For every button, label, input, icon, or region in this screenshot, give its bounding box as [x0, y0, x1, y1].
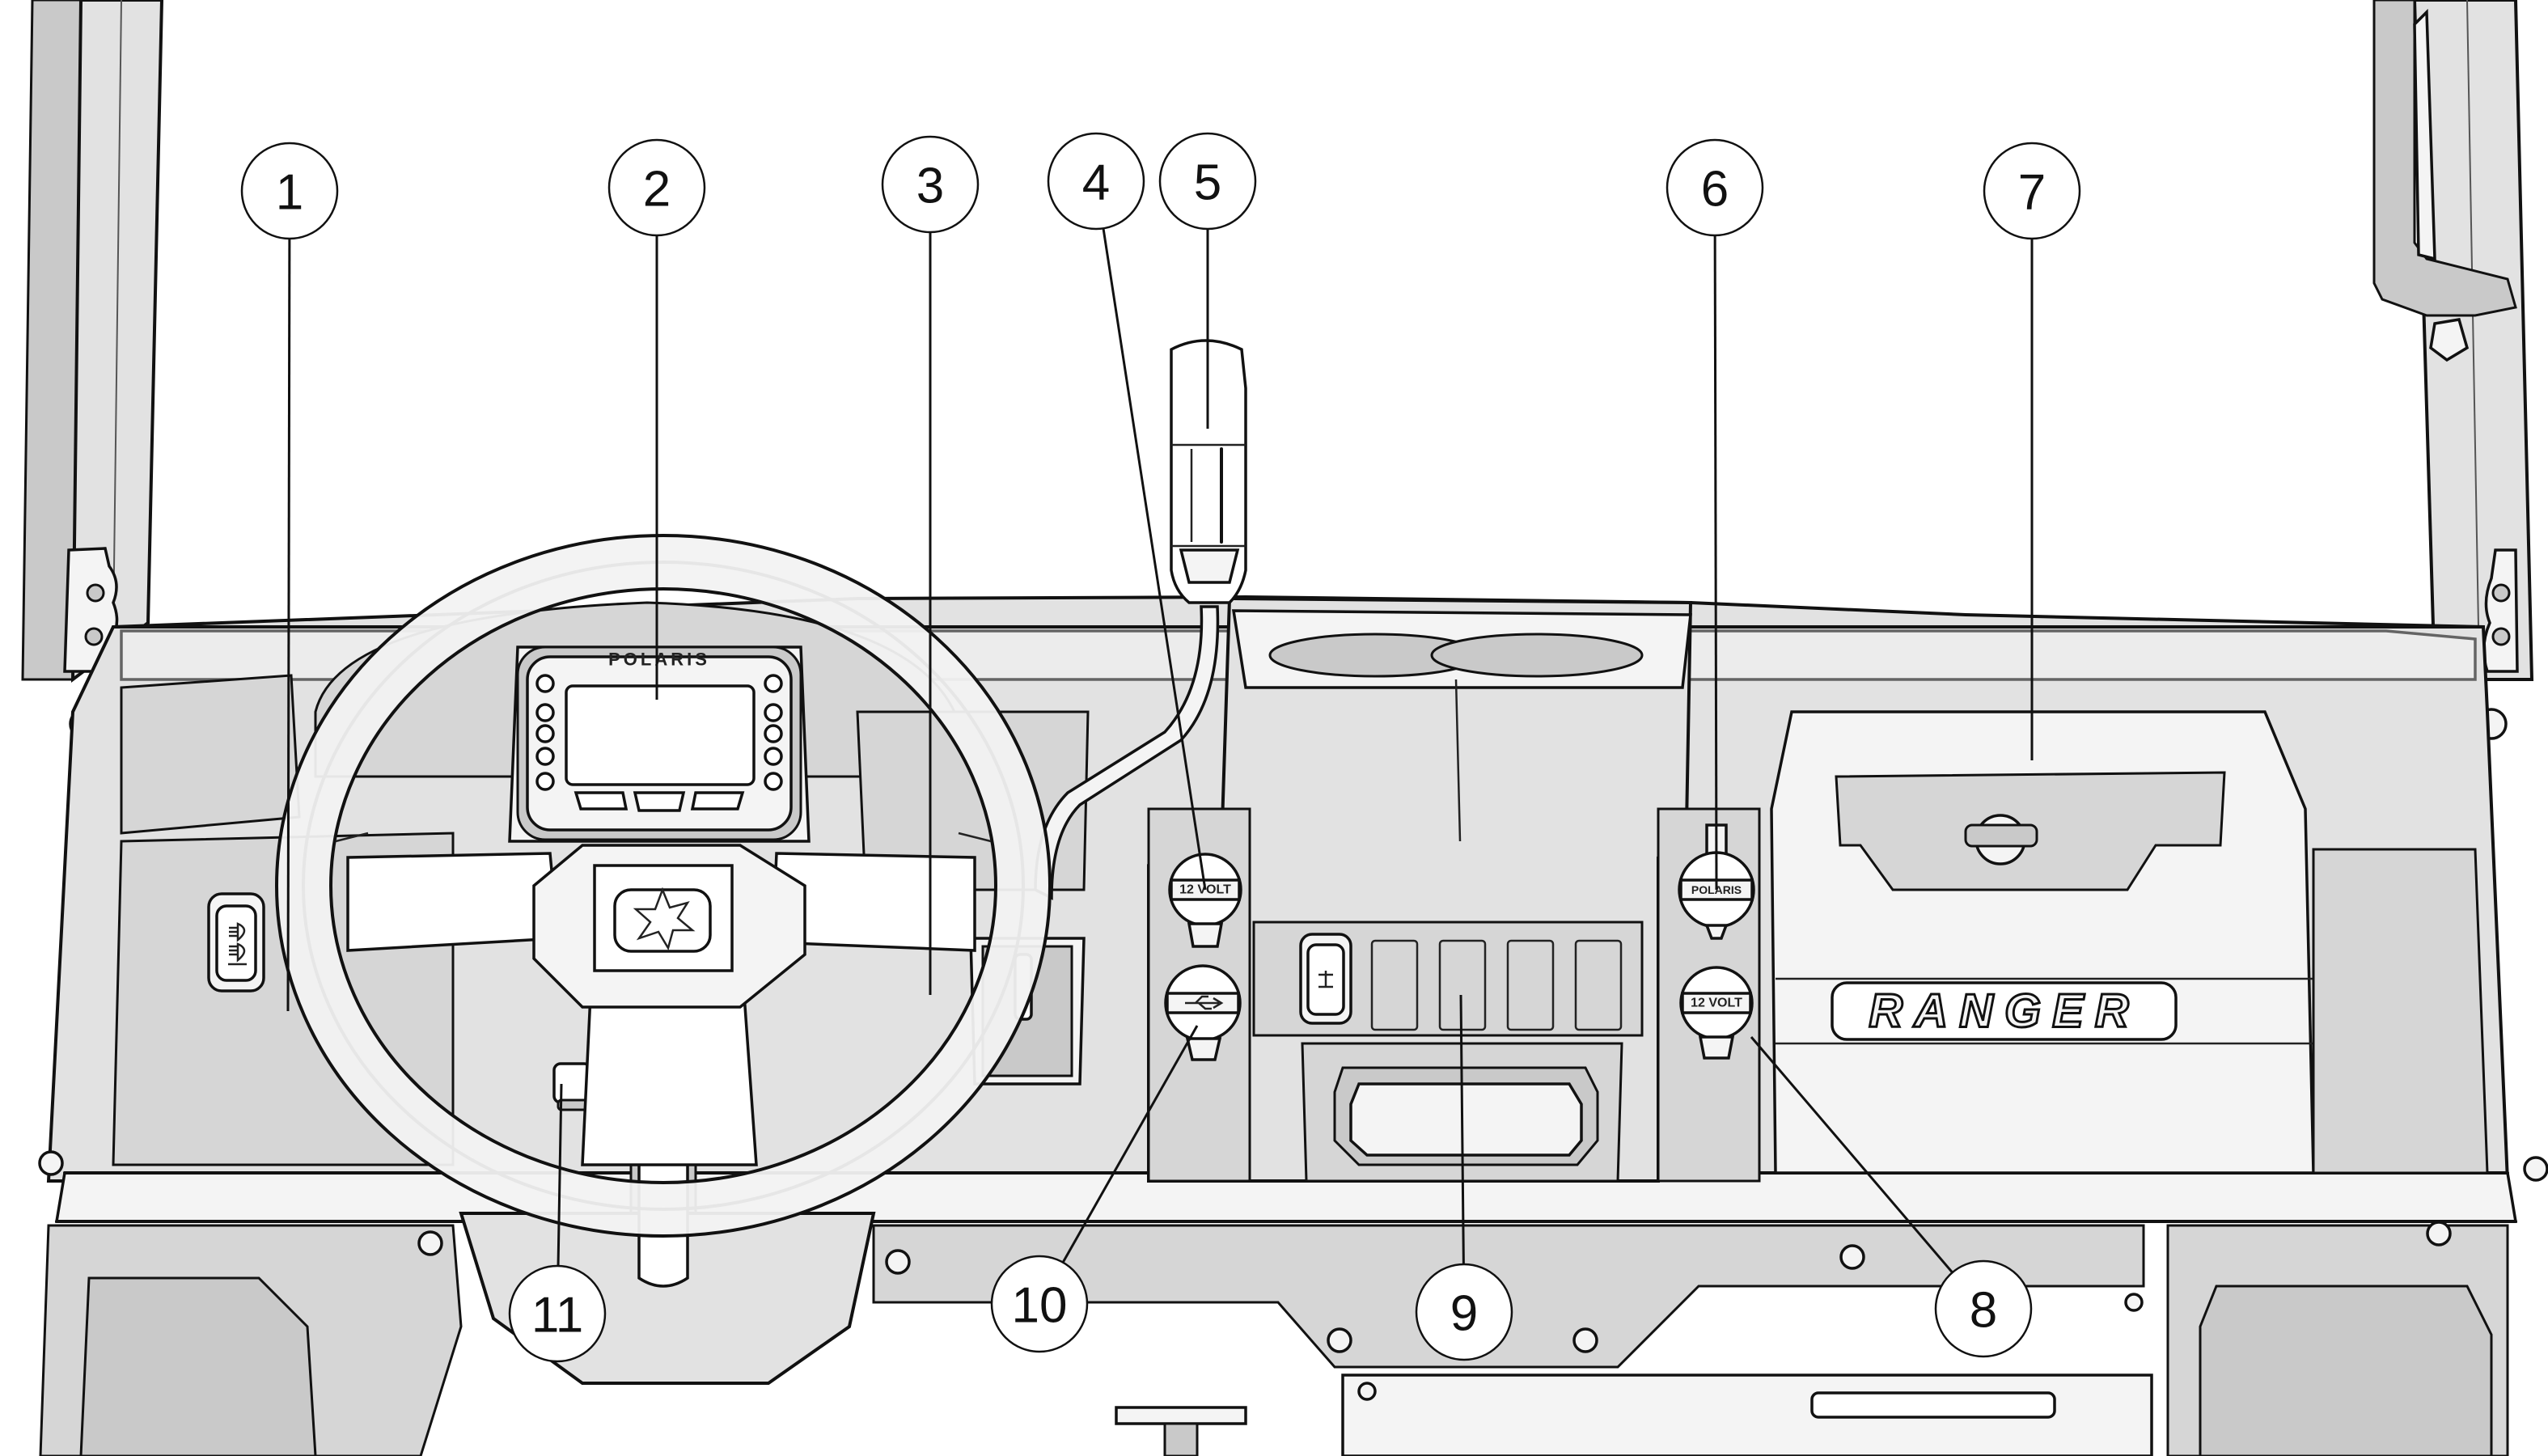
usb-port[interactable]	[1164, 964, 1242, 1061]
display-brand-logo: POLARIS	[608, 650, 710, 670]
callout-3: 3	[881, 135, 980, 234]
callout-2: 2	[607, 138, 706, 237]
leader-line-9	[1459, 994, 1465, 1265]
headlight-icon	[228, 922, 247, 966]
gear-selector[interactable]	[1034, 339, 1247, 900]
callout-circle	[240, 142, 339, 240]
ranger-badge	[1831, 981, 2178, 1041]
glove-box[interactable]: RANGER	[1770, 710, 2315, 1175]
polaris-star-icon	[633, 887, 696, 951]
outlet-column-left: 12 VOLT	[1147, 807, 1251, 1183]
callout-circle	[1983, 142, 2081, 240]
outlet-column-right: POLARIS 12 VOLT	[1657, 807, 1761, 1183]
callout-number: 7	[2018, 165, 2046, 221]
callout-5: 5	[1158, 132, 1257, 231]
leader-line-8	[1750, 1036, 1953, 1274]
callout-1: 1	[240, 142, 339, 240]
12v-outlet-right[interactable]: 12 VOLT	[1679, 966, 1754, 1060]
callout-circle	[1415, 1263, 1513, 1361]
callout-7: 7	[1983, 142, 2081, 240]
tilt-steering-lever[interactable]	[552, 1062, 592, 1111]
leader-lines	[286, 228, 2034, 1274]
glovebox-latch[interactable]	[1964, 814, 2038, 866]
callout-circle	[1934, 1259, 2033, 1358]
callout-8: 8	[1934, 1259, 2033, 1358]
callout-circle	[881, 135, 980, 234]
dash-right-end	[2312, 848, 2489, 1175]
leader-line-11	[557, 1083, 563, 1267]
fasteners	[38, 1150, 2548, 1401]
leader-line-6	[1713, 235, 1718, 891]
callout-number: 8	[1970, 1283, 1997, 1339]
12v-cap-label: 12 VOLT	[1179, 883, 1231, 897]
callout-number: 4	[1082, 155, 1110, 211]
callout-circle	[1047, 132, 1145, 231]
callouts: 1 2 3 4 5 6 7 8 9 10 11	[240, 132, 2081, 1363]
callout-circle	[1666, 138, 1764, 237]
display-buttons-right[interactable]	[764, 674, 783, 791]
steering-wheel[interactable]	[275, 534, 1052, 1238]
callout-number: 5	[1194, 155, 1221, 211]
display-mode-buttons[interactable]	[574, 791, 745, 812]
callout-number: 9	[1450, 1286, 1478, 1342]
callout-circle	[1158, 132, 1257, 231]
leader-line-1	[286, 238, 291, 1012]
callout-number: 11	[531, 1288, 583, 1344]
callout-6: 6	[1666, 138, 1764, 237]
instrument-display	[565, 684, 756, 786]
accessory-switch-blanks[interactable]	[1370, 939, 1623, 1031]
usb-icon	[1185, 995, 1224, 1010]
callout-number: 6	[1701, 162, 1729, 218]
left-a-pillar	[21, 0, 164, 740]
instrument-cluster: POLARIS	[314, 601, 956, 843]
ranger-badge-text: RANGER	[1869, 985, 2140, 1038]
callout-number: 10	[1012, 1278, 1068, 1334]
4wd-icon	[1318, 971, 1333, 988]
callout-10: 10	[990, 1255, 1089, 1353]
callout-11: 11	[508, 1264, 607, 1363]
callout-circle	[508, 1264, 607, 1363]
display-buttons-left[interactable]	[535, 674, 555, 791]
callout-circle	[990, 1255, 1089, 1353]
12v-cap-label-right: 12 VOLT	[1691, 997, 1742, 1010]
callout-circle	[607, 138, 706, 237]
callout-4: 4	[1047, 132, 1145, 231]
callout-number: 3	[916, 159, 944, 214]
callout-number: 2	[643, 162, 671, 218]
leader-line-4	[1102, 228, 1207, 891]
callout-number: 1	[276, 165, 303, 221]
leader-line-10	[1061, 1025, 1199, 1263]
callout-9: 9	[1415, 1263, 1513, 1361]
